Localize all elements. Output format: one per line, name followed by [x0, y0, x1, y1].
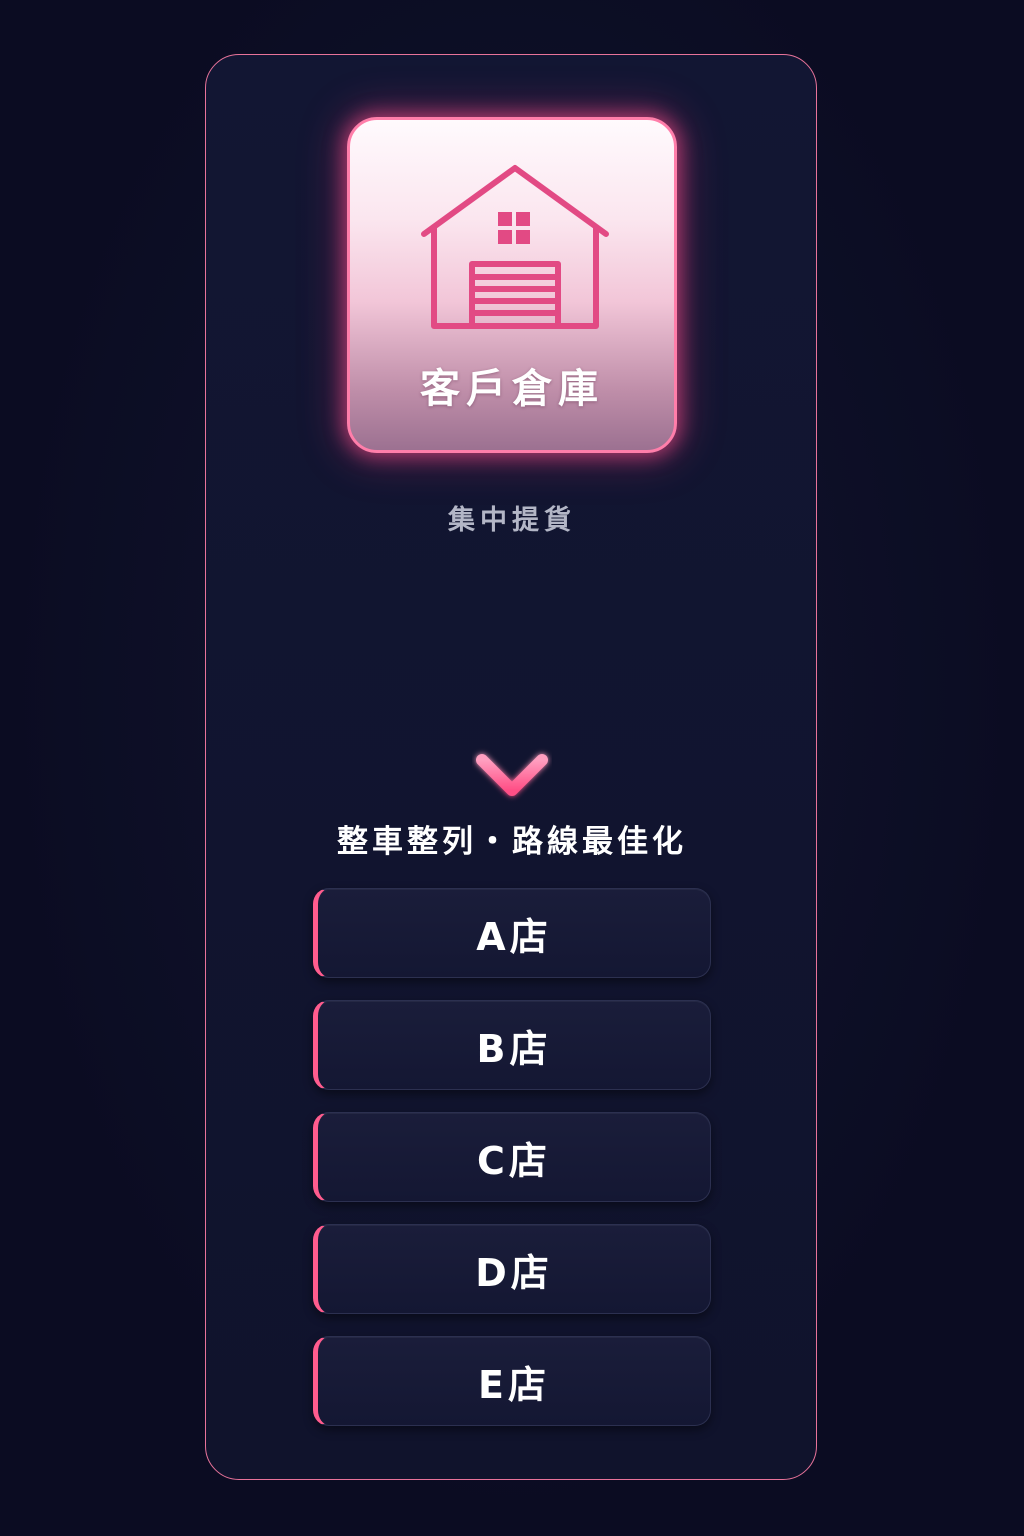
store-label: A店	[476, 914, 552, 959]
warehouse-card: 客戶倉庫	[347, 117, 677, 453]
store-item-e: E店	[313, 1336, 711, 1426]
store-label: C店	[477, 1138, 551, 1183]
store-item-b: B店	[313, 1000, 711, 1090]
store-item-d: D店	[313, 1224, 711, 1314]
pickup-label: 集中提貨	[448, 505, 576, 536]
store-item-c: C店	[313, 1112, 711, 1202]
store-label: E店	[478, 1362, 550, 1407]
store-label: B店	[476, 1026, 552, 1071]
down-arrow-icon	[476, 552, 548, 796]
warehouse-title: 客戶倉庫	[420, 366, 604, 412]
warehouse-icon	[421, 165, 609, 329]
optimize-label: 整車整列・路線最佳化	[337, 824, 687, 860]
store-item-a: A店	[313, 888, 711, 978]
store-label: D店	[475, 1250, 553, 1295]
store-list: A店 B店 C店 D店 E店	[313, 888, 711, 1448]
